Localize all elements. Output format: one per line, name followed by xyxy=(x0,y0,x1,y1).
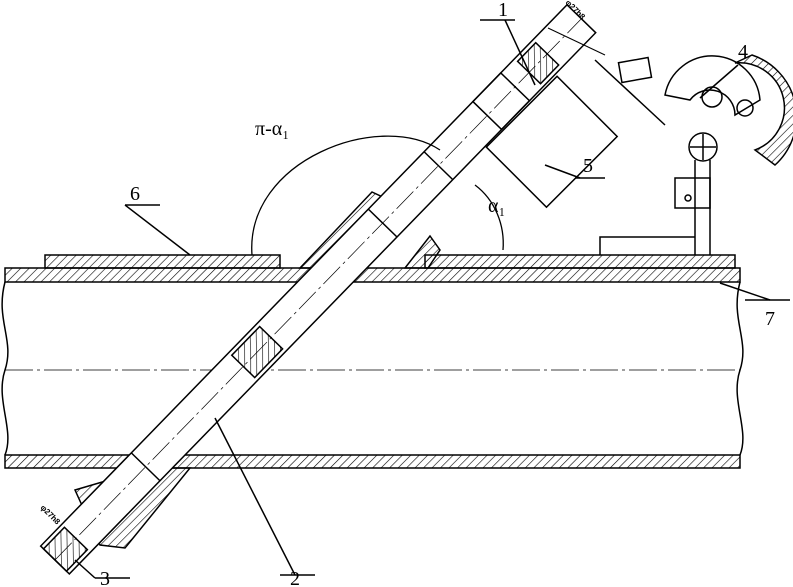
label-part-3: 3 xyxy=(100,568,110,587)
pipe-break-right xyxy=(736,281,744,456)
angle-arc-alpha xyxy=(474,184,504,251)
label-part-1: 1 xyxy=(498,0,508,21)
rod-centerline xyxy=(54,18,582,561)
label-part-6: 6 xyxy=(130,183,140,205)
label-part-5: 5 xyxy=(583,155,593,177)
gauge-arm xyxy=(594,59,666,126)
rod-joint xyxy=(367,208,398,238)
clamp-screw xyxy=(684,194,692,202)
gauge-base xyxy=(599,236,695,255)
label-part-4: 4 xyxy=(738,41,748,63)
rod-joint xyxy=(130,452,161,482)
gauge-scale-arc xyxy=(734,54,793,166)
angle-arc-supplement xyxy=(251,135,441,256)
tool-rod-2 xyxy=(39,3,597,576)
rod-body xyxy=(39,3,597,576)
leader-lines xyxy=(74,19,790,579)
gauge-wheel xyxy=(688,132,718,162)
angle-label-supplement: π-α₁ xyxy=(255,118,289,140)
rod-end-part-3 xyxy=(42,526,89,573)
saddle-plate-7 xyxy=(424,254,736,269)
pipe-break-left xyxy=(1,281,9,456)
upper-sleeve-right xyxy=(403,234,441,269)
label-part-2: 2 xyxy=(290,568,300,587)
dimension-bottom: φ27h8 xyxy=(39,503,63,527)
angle-gauge-4 xyxy=(599,54,793,255)
rod-joint xyxy=(423,151,454,181)
gauge-pointer xyxy=(664,55,761,117)
gauge-mount xyxy=(617,56,653,84)
pipe-wall-top xyxy=(4,267,741,283)
pipe-wall-bottom xyxy=(4,454,741,469)
angle-label-alpha: α₁ xyxy=(488,195,505,217)
rod-collar xyxy=(471,71,531,131)
clamp-block xyxy=(674,177,711,209)
saddle-plate-6 xyxy=(44,254,281,269)
gauge-knob xyxy=(736,99,754,117)
pipe xyxy=(1,267,744,469)
label-part-7: 7 xyxy=(765,308,775,330)
body-5 xyxy=(485,75,619,209)
rod-coupling xyxy=(230,325,284,379)
